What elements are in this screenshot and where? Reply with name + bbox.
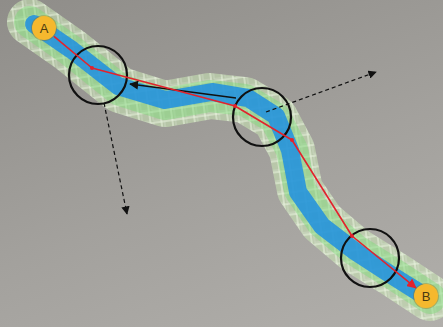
- waypoint-dot: [233, 104, 237, 108]
- endpoint-marker: A: [32, 16, 56, 40]
- dashed-arrow: [266, 72, 376, 112]
- dashed-arrow: [104, 103, 127, 214]
- voxel-band: [30, 22, 430, 298]
- waypoint-circle: [233, 88, 291, 146]
- endpoint-label: B: [422, 290, 431, 303]
- direction-arrow: [130, 84, 236, 98]
- voxel-core: [30, 22, 430, 298]
- planned-path: [54, 36, 416, 287]
- waypoint-circles: [69, 46, 399, 287]
- free-space-path: [34, 24, 428, 298]
- waypoint-dot: [90, 66, 94, 70]
- endpoint-marker: B: [414, 284, 438, 308]
- waypoint-dot: [290, 138, 294, 142]
- waypoint-dot: [350, 234, 354, 238]
- waypoint-circle: [341, 229, 399, 287]
- endpoint-label: A: [40, 22, 49, 35]
